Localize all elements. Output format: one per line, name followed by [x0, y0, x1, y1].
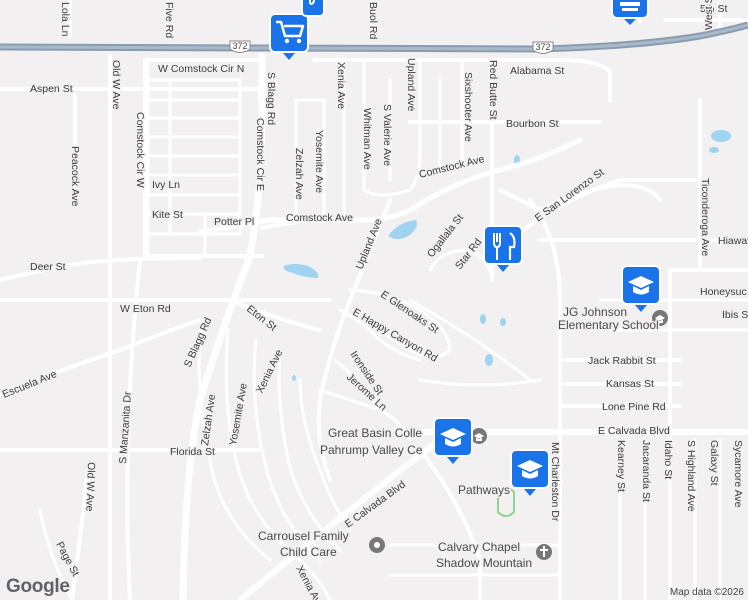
street-label: Zelzah Ave — [293, 148, 305, 200]
street-label: S Blagg Rd — [265, 72, 277, 125]
street-label: Bourbon St — [506, 118, 559, 130]
poi-label: Carrousel Family — [258, 529, 349, 543]
street-label: Lone Pine Rd — [602, 401, 666, 413]
street-label: Alabama St — [510, 65, 564, 77]
street-label: Aspen St — [30, 83, 73, 95]
street-label: Florida St — [170, 446, 215, 458]
highway-shield: 372 — [229, 40, 251, 53]
google-logo: Google — [6, 576, 70, 597]
poi-label: Elementary School — [558, 318, 659, 332]
street-label: S Valerie Ave — [381, 104, 393, 166]
street-label: Comstock Ave — [286, 212, 353, 224]
street-label: 5th St — [700, 3, 728, 15]
street-label: Kite St — [152, 209, 183, 221]
poi-label: Pahrump Valley Ce — [320, 443, 423, 457]
street-label: Galaxy St — [708, 440, 720, 486]
street-label: Old W Ave — [110, 60, 122, 110]
street-label: Old W Ave — [83, 462, 97, 512]
street-label: Five Rd — [163, 2, 175, 38]
street-label: Sixshooter Ave — [462, 72, 474, 142]
poi-dot-jg-johnson[interactable] — [652, 310, 668, 326]
street-label: Buol Rd — [367, 2, 379, 40]
poi-label: Pathways — [458, 483, 510, 497]
street-label: Whitman Ave — [361, 108, 373, 170]
street-label: Xenia Ave — [335, 62, 347, 109]
street-label: Comstock Cir E — [254, 118, 266, 191]
poi-label: Calvary Chapel — [438, 540, 520, 554]
svg-text:372: 372 — [232, 41, 247, 51]
street-label: West St — [703, 0, 715, 30]
street-label: Honeysuc — [700, 286, 747, 298]
street-label: Lola Ln — [59, 2, 71, 37]
street-label: Potter Pl — [214, 216, 254, 228]
park-track — [497, 487, 515, 517]
water-bodies — [283, 130, 731, 381]
street-label: Mt Charleston Dr — [549, 442, 561, 522]
map-attribution: Map data ©2026 — [669, 587, 744, 598]
street-label: Ivy Ln — [152, 179, 180, 191]
street-label: Comstock Cir W — [134, 112, 146, 188]
street-label: S Highland Ave — [685, 440, 697, 512]
svg-text:372: 372 — [535, 42, 550, 52]
poi-labels: JG Johnson Elementary School Great Basin… — [257, 304, 661, 572]
school-icon[interactable] — [510, 449, 550, 496]
poi-dot-calvary[interactable] — [536, 544, 552, 560]
street-label: Jack Rabbit St — [588, 355, 656, 367]
poi-label: Great Basin Colle — [328, 426, 422, 440]
street-label: Upland Ave — [405, 58, 417, 112]
poi-label: Child Care — [280, 545, 337, 559]
poi-label: Shadow Mountain — [436, 556, 532, 570]
street-label: Kearney St — [615, 440, 627, 492]
street-label: Kansas St — [606, 378, 654, 390]
restaurant-icon[interactable] — [483, 225, 523, 272]
street-label: Hiawat — [718, 235, 748, 247]
street-label: Idaho St — [662, 440, 674, 479]
highway-shield: 372 — [532, 41, 554, 54]
street-label: Deer St — [30, 261, 66, 273]
street-label: W Comstock Cir N — [158, 63, 244, 75]
street-label: Sycamore Ave — [732, 440, 744, 508]
school-icon[interactable] — [433, 417, 473, 464]
street-label: Ticonderoga Ave — [699, 178, 711, 256]
poi-dot-great-basin[interactable] — [471, 428, 487, 444]
school-icon[interactable] — [611, 0, 649, 25]
street-label: Red Butte St — [487, 60, 499, 120]
street-label: E Calvada Blvd — [598, 425, 670, 437]
street-label: Jacaranda St — [640, 440, 652, 502]
street-label: W Eton Rd — [120, 303, 171, 315]
street-label: Peacock Ave — [69, 146, 81, 207]
school-icon[interactable] — [621, 265, 661, 312]
street-label: Ibis S — [722, 309, 748, 321]
poi-dot-carrousel[interactable] — [369, 537, 385, 553]
poi-label: JG Johnson — [563, 305, 627, 319]
shopping-cart-icon[interactable] — [269, 13, 309, 60]
street-label: Yosemite Ave — [313, 130, 325, 193]
restaurant-icon[interactable] — [301, 0, 325, 17]
